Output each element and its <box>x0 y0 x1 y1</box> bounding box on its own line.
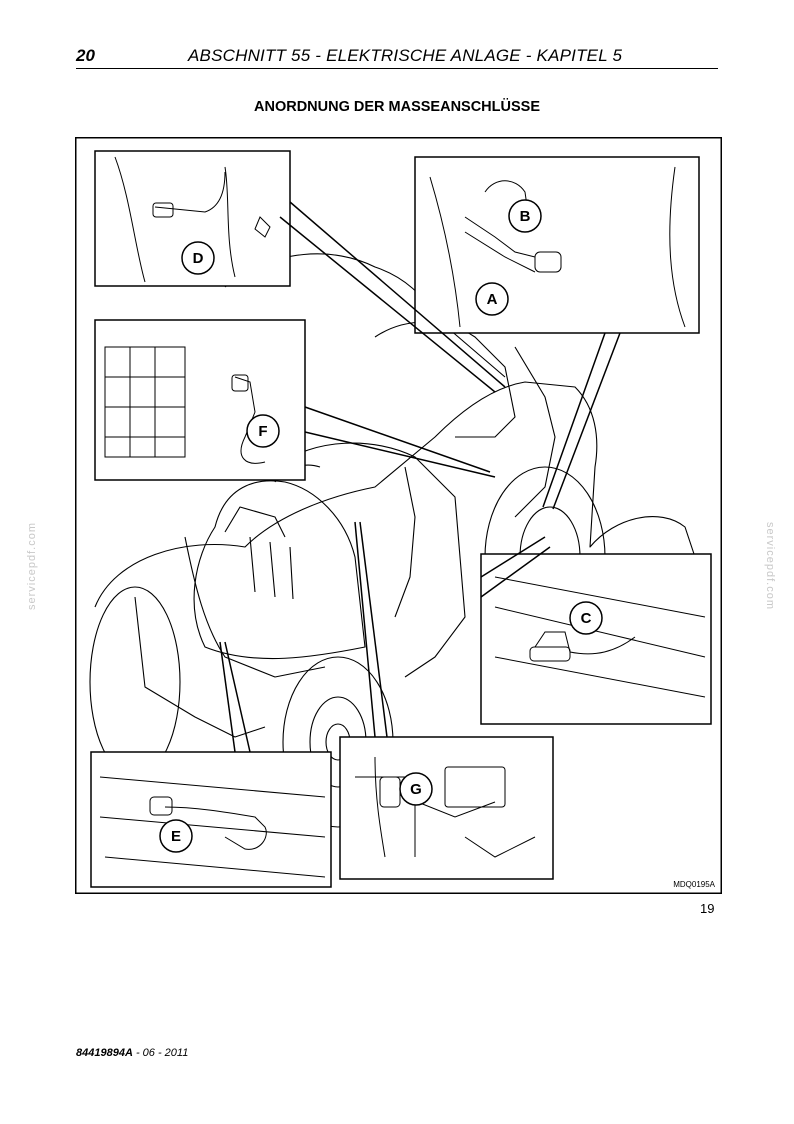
inset-f <box>94 319 306 481</box>
inset-g <box>339 736 554 880</box>
tractor-illustration: D B A F C E G MDQ0195A <box>75 137 722 894</box>
page-title: ANORDNUNG DER MASSEANSCHLÜSSE <box>254 99 540 115</box>
watermark-right: servicepdf.com <box>763 522 776 610</box>
page-header: 20 ABSCHNITT 55 - ELEKTRISCHE ANLAGE - K… <box>76 44 718 68</box>
inset-c <box>480 553 712 725</box>
ground-connections-figure: D B A F C E G MDQ0195A <box>75 137 722 894</box>
section-title: ABSCHNITT 55 - ELEKTRISCHE ANLAGE - KAPI… <box>188 46 623 65</box>
watermark-left: servicepdf.com <box>25 522 38 610</box>
doc-id: 84419894A <box>76 1047 133 1059</box>
callout-c: C <box>569 601 603 635</box>
callout-a: A <box>475 282 509 316</box>
header-rule <box>76 68 718 69</box>
svg-text:D: D <box>193 250 204 267</box>
callout-d: D <box>181 241 215 275</box>
svg-text:E: E <box>171 828 181 845</box>
leader-lines <box>219 201 621 753</box>
svg-text:F: F <box>258 423 267 440</box>
figure-code: MDQ0195A <box>673 880 715 889</box>
figure-number: 19 <box>700 901 715 916</box>
svg-text:G: G <box>410 781 422 798</box>
document-number: 84419894A - 06 - 2011 <box>76 1047 188 1059</box>
svg-text:A: A <box>487 291 498 308</box>
callout-f: F <box>246 414 280 448</box>
callout-g: G <box>399 772 433 806</box>
callout-b: B <box>508 199 542 233</box>
doc-date: - 06 - 2011 <box>132 1047 189 1059</box>
svg-text:B: B <box>520 208 531 225</box>
page-number: 20 <box>76 46 95 65</box>
svg-text:C: C <box>581 610 592 627</box>
callout-e: E <box>159 819 193 853</box>
inset-a-b <box>414 156 700 334</box>
